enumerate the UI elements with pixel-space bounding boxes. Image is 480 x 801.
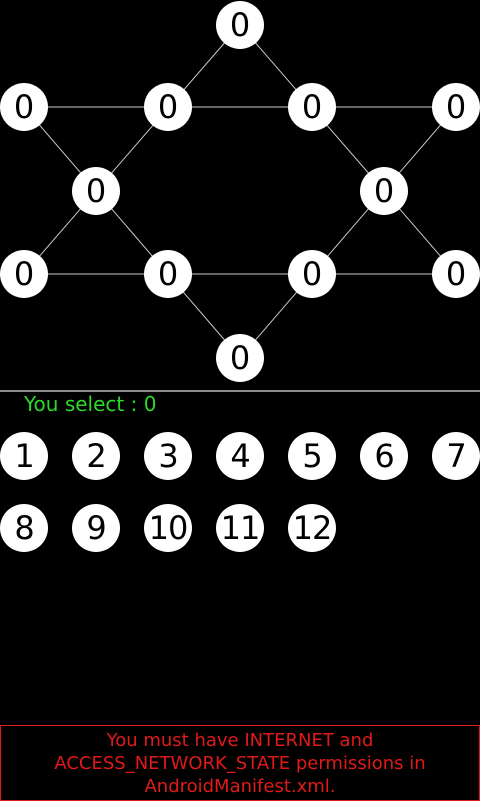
number-button-5[interactable]: 5 (288, 432, 336, 480)
board-node-circle[interactable] (288, 83, 336, 131)
number-button-8[interactable]: 8 (0, 504, 48, 552)
board-node[interactable]: 0 (0, 250, 48, 298)
number-button-9[interactable]: 9 (72, 504, 120, 552)
board-node-circle[interactable] (72, 167, 120, 215)
board-node-value: 0 (446, 88, 466, 126)
star-board: 0 0 0 0 0 0 0 0 0 0 0 0 (0, 1, 480, 382)
number-button-7[interactable]: 7 (432, 432, 480, 480)
board-node-circle[interactable] (360, 167, 408, 215)
board-node-circle[interactable] (216, 1, 264, 49)
board-node-value: 0 (302, 88, 322, 126)
board-node-value: 0 (158, 88, 178, 126)
board-node-value: 0 (446, 255, 466, 293)
board-node[interactable]: 0 (216, 1, 264, 49)
divider (0, 390, 480, 392)
board-node-value: 0 (230, 6, 250, 44)
board-node-circle[interactable] (144, 83, 192, 131)
board-node[interactable]: 0 (72, 167, 120, 215)
board-node-value: 0 (14, 88, 34, 126)
board-node[interactable]: 0 (216, 334, 264, 382)
number-button-1[interactable]: 1 (0, 432, 48, 480)
ad-banner[interactable]: You must have INTERNET and ACCESS_NETWOR… (0, 725, 480, 801)
board-node[interactable]: 0 (288, 83, 336, 131)
number-button-11[interactable]: 11 (216, 504, 264, 552)
board-node[interactable]: 0 (288, 250, 336, 298)
board-node-circle[interactable] (288, 250, 336, 298)
board-node-value: 0 (14, 255, 34, 293)
board-node-value: 0 (230, 339, 250, 377)
board-node[interactable]: 0 (360, 167, 408, 215)
board-node-value: 0 (374, 172, 394, 210)
board-node-circle[interactable] (144, 250, 192, 298)
selection-status: You select : 0 (24, 392, 157, 416)
board-node-circle[interactable] (216, 334, 264, 382)
number-button-12[interactable]: 12 (288, 504, 336, 552)
board-lines (23, 24, 457, 359)
board-node-circle[interactable] (432, 250, 480, 298)
board-node-value: 0 (86, 172, 106, 210)
board-node[interactable]: 0 (144, 83, 192, 131)
number-button-2[interactable]: 2 (72, 432, 120, 480)
board-node[interactable]: 0 (432, 250, 480, 298)
board-node-circle[interactable] (432, 83, 480, 131)
board-node-circle[interactable] (0, 83, 48, 131)
number-button-6[interactable]: 6 (360, 432, 408, 480)
number-button-4[interactable]: 4 (216, 432, 264, 480)
board-node[interactable]: 0 (0, 83, 48, 131)
number-button-3[interactable]: 3 (144, 432, 192, 480)
ad-banner-text: You must have INTERNET and ACCESS_NETWOR… (54, 729, 426, 797)
number-button-10[interactable]: 10 (144, 504, 192, 552)
board-node-value: 0 (302, 255, 322, 293)
board-node-circle[interactable] (0, 250, 48, 298)
board-node[interactable]: 0 (432, 83, 480, 131)
board-node-value: 0 (158, 255, 178, 293)
board-node[interactable]: 0 (144, 250, 192, 298)
